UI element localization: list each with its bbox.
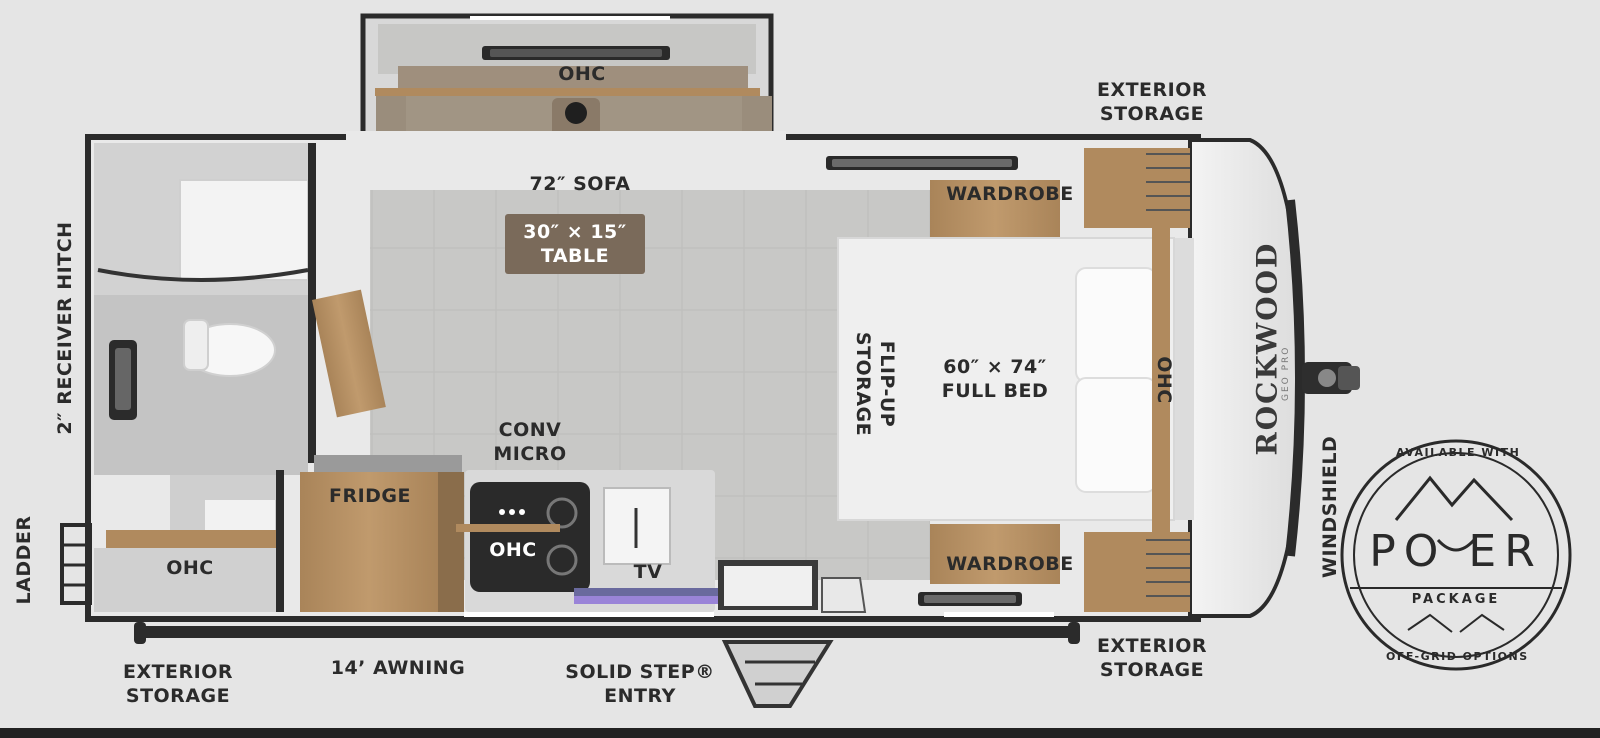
- label-windshield: WINDSHIELD: [1319, 435, 1341, 578]
- label-full-bed: 60″ × 74″ FULL BED: [915, 355, 1075, 403]
- label-entry-2: ENTRY: [604, 685, 676, 707]
- label-sofa: 72″ SOFA: [529, 173, 631, 195]
- label-exterior-storage-bottom-right: EXTERIOR STORAGE: [1082, 634, 1222, 682]
- bathroom: [94, 143, 316, 612]
- label-ohc-bed: OHC: [1153, 356, 1175, 404]
- brand-logo: ROCKWOOD: [1250, 241, 1284, 456]
- label-flip-up-storage: FLIP-UP STORAGE: [851, 329, 899, 439]
- power-package-badge-shape: [1340, 439, 1572, 671]
- label-table: 30″ × 15″ TABLE: [505, 214, 645, 274]
- label-exterior-storage-bottom-right-1: EXTERIOR: [1096, 635, 1208, 657]
- label-entry: SOLID STEP® ENTRY: [560, 660, 720, 708]
- label-exterior-storage-bottom-right-2: STORAGE: [1099, 659, 1205, 681]
- label-exterior-storage-top-right: EXTERIOR STORAGE: [1082, 78, 1222, 126]
- badge-package: PACKAGE: [1411, 592, 1501, 607]
- badge-off-grid: OFF-GRID OPTIONS: [1386, 650, 1529, 663]
- label-entry-1: SOLID STEP®: [565, 661, 715, 683]
- label-conv-1: CONV: [498, 419, 562, 441]
- label-tv: TV: [633, 561, 663, 583]
- label-awning: 14’ AWNING: [330, 657, 466, 679]
- label-ladder: LADDER: [13, 515, 35, 605]
- label-exterior-storage-top-right-2: STORAGE: [1099, 103, 1205, 125]
- front-storage: [1084, 148, 1190, 612]
- label-wardrobe-top: WARDROBE: [946, 183, 1074, 205]
- label-table-size: 30″ × 15″: [523, 221, 627, 243]
- label-exterior-storage-bottom-left-1: EXTERIOR: [122, 661, 234, 683]
- label-exterior-storage-top-right-1: EXTERIOR: [1096, 79, 1208, 101]
- tongue-jack: [1302, 362, 1360, 394]
- label-receiver-hitch: 2″ RECEIVER HITCH: [54, 221, 76, 435]
- badge-power: PO ER: [1369, 526, 1543, 577]
- label-wardrobe-bottom: WARDROBE: [946, 553, 1074, 575]
- label-bed: FULL BED: [941, 380, 1049, 402]
- label-table-name: TABLE: [540, 245, 610, 267]
- label-fridge: FRIDGE: [328, 485, 412, 507]
- badge-available-with: AVAILABLE WITH: [1396, 446, 1521, 459]
- ladder-shape: [60, 523, 92, 605]
- label-bed-size: 60″ × 74″: [943, 356, 1047, 378]
- front-cap: [1188, 138, 1305, 618]
- label-ohc-rear: OHC: [166, 557, 214, 579]
- label-flip-up-2: STORAGE: [852, 331, 874, 437]
- kitchen: [300, 455, 728, 612]
- label-ohc-slide: OHC: [558, 63, 606, 85]
- label-conv-2: MICRO: [493, 443, 567, 465]
- label-conv-micro: CONV MICRO: [470, 418, 590, 466]
- entry-steps: [718, 560, 867, 708]
- bottom-bar: [0, 728, 1600, 738]
- label-ohc-kitchen: OHC: [489, 539, 537, 561]
- bed: [837, 224, 1194, 540]
- label-flip-up-1: FLIP-UP: [876, 340, 898, 428]
- label-exterior-storage-bottom-left-2: STORAGE: [125, 685, 231, 707]
- brand-sub-logo: GEO PRO: [1281, 345, 1291, 401]
- label-exterior-storage-bottom-left: EXTERIOR STORAGE: [108, 660, 248, 708]
